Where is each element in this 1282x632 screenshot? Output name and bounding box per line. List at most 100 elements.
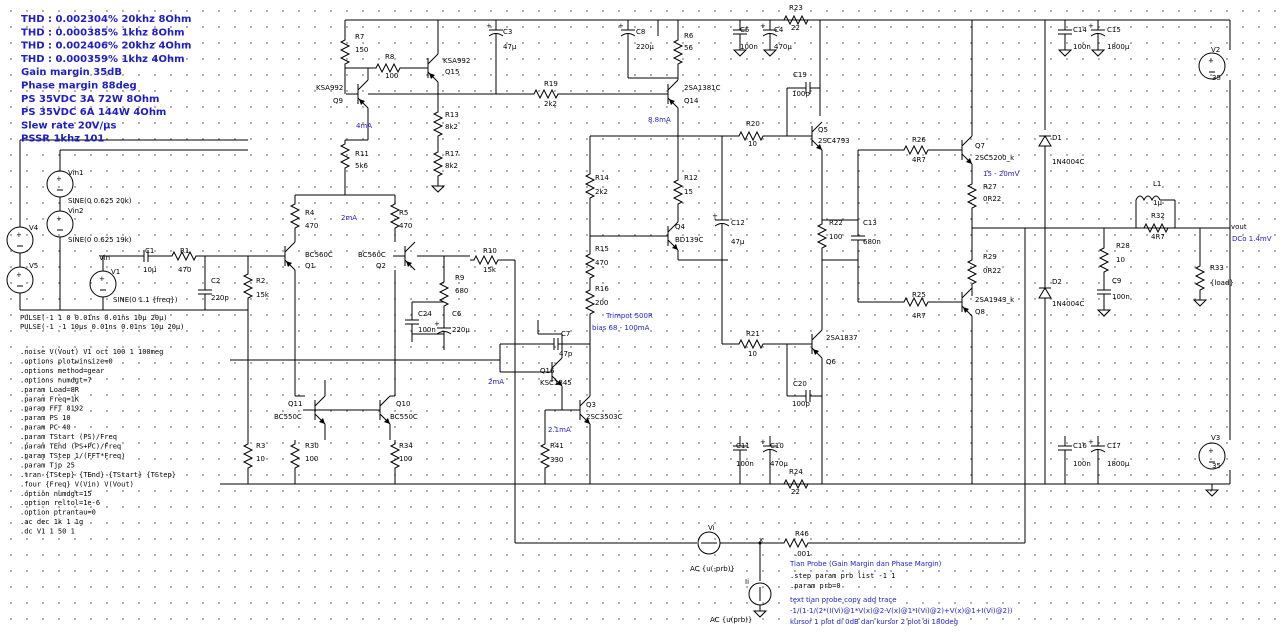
component-label: C16 (1073, 442, 1087, 450)
component-label: 10µ (143, 266, 157, 274)
component-label: R32 (1151, 212, 1165, 220)
spice-directive: .dc V1 1 50 1 (20, 528, 75, 536)
component-label: R14 (595, 174, 609, 182)
component-label: V3 (1211, 434, 1220, 442)
component-label: Q2 (376, 262, 386, 270)
component-label: 47µ (731, 238, 745, 246)
component-label: R7 (355, 33, 364, 41)
component-label: AC {u(-prb)} (690, 565, 735, 573)
component-label: C8 (636, 28, 645, 36)
component-label: 0R22 (983, 195, 1001, 203)
component-label: C24 (418, 310, 432, 318)
component-label: 220p (211, 294, 229, 302)
spec-line: Slew rate 20V/µs (21, 120, 117, 131)
component-label: 330 (550, 456, 563, 464)
component-label: 470 (178, 266, 191, 274)
component-label: KSA992 (316, 84, 343, 92)
component-label: .001 (795, 550, 811, 558)
component-label: C11 (736, 442, 750, 450)
component-label: V5 (29, 262, 38, 270)
spice-directive: .param Load=8R (20, 386, 80, 394)
component-label: KSA992 (443, 57, 470, 65)
component-label: 35 (1212, 74, 1221, 82)
component-label: BD139C (675, 236, 704, 244)
spice-directive: .param Tjp 25 (20, 461, 75, 469)
spec-line: PS 35VDC 6A 144W 4Ohm (21, 107, 166, 118)
component-label: x (759, 536, 763, 544)
component-label: 150 (355, 46, 368, 54)
component-label: 22 (791, 488, 800, 496)
component-label: 470µ (774, 43, 792, 51)
component-label: 10 (748, 140, 757, 148)
component-label: Q10 (396, 400, 410, 408)
spice-directive: .option ptrantau=0 (20, 509, 96, 517)
component-label: 100 (385, 72, 398, 80)
spec-line: Phase margin 88deg (21, 81, 137, 92)
spice-directive: .noise V(Vout) V1 oct 100 1 100meg (20, 348, 163, 356)
component-label: C20 (793, 380, 807, 388)
component-label: 15 (684, 188, 693, 196)
component-label: R26 (912, 136, 926, 144)
component-label: C5 (740, 26, 749, 34)
component-label: Q15 (445, 68, 459, 76)
component-label: DCo 1.4mV (1232, 235, 1272, 243)
component-label: V4 (29, 224, 39, 232)
component-label: 470 (595, 259, 608, 267)
component-label: Q9 (333, 97, 343, 105)
component-label: Q14 (684, 97, 699, 105)
component-label: SINE(0 0.625 20k) (68, 197, 132, 205)
component-label: 35 (1212, 462, 1221, 470)
component-label: R22 (829, 219, 843, 227)
component-label: C4 (774, 26, 784, 34)
component-label: 15 - 20mV (983, 170, 1020, 178)
component-label: 5k6 (355, 162, 369, 170)
component-label: C12 (731, 219, 745, 227)
component-label: R12 (684, 174, 698, 182)
component-label: 56 (684, 44, 693, 52)
component-label: vout (1231, 223, 1247, 231)
component-label: Q7 (975, 142, 985, 150)
spice-directive: .four {Freq} V(Vin) V(Vout) (20, 480, 134, 488)
component-label: 8k2 (445, 123, 458, 131)
component-label: Q3 (586, 401, 596, 409)
pulse-source-text: PULSE(-1 -1 10µs 0.01ns 0.01ns 10µ 20µ) (20, 323, 184, 331)
component-label: R1 (180, 247, 189, 255)
component-label: V2 (1211, 46, 1220, 54)
component-label: 100 (399, 455, 412, 463)
component-label: 470µ (770, 460, 788, 468)
component-label: 470 (305, 222, 318, 230)
component-label: KSC1845 (540, 379, 572, 387)
component-label: Trimpot 500R (605, 312, 653, 320)
component-label: BC560C (358, 251, 386, 259)
component-label: 2k2 (544, 100, 557, 108)
component-label: 47µ (503, 43, 517, 51)
component-label: 10 (1116, 256, 1125, 264)
component-label: 4R7 (1151, 233, 1165, 241)
component-label: R21 (746, 330, 760, 338)
component-label: R29 (983, 253, 997, 261)
component-label: Q8 (975, 308, 985, 316)
component-label: 2mA (341, 214, 357, 222)
component-label: 200 (595, 299, 608, 307)
spice-directive: .ac dec 1k 1 1g (20, 518, 83, 526)
component-label: C3 (503, 28, 512, 36)
component-label: 4mA (356, 122, 372, 130)
component-label: 4R7 (912, 156, 926, 164)
component-label: BC550C (390, 413, 418, 421)
spice-directive: .param TEnd (PS+PC)/Freq (20, 443, 121, 451)
component-label: Q4 (675, 223, 686, 231)
component-label: R28 (1116, 242, 1130, 250)
spice-directive: .param Freq=1K (20, 395, 80, 403)
component-label: R2 (256, 277, 265, 285)
pulse-source-text: PULSE(-1 1 0 0.01ns 0.01ns 10µ 20µ) (20, 314, 168, 322)
component-label: 4R7 (912, 312, 926, 320)
component-label: 100n (1112, 293, 1130, 301)
component-label: 2mA (488, 378, 504, 386)
component-label: BC560C (305, 251, 333, 259)
component-label: R17 (445, 150, 459, 158)
probe-param-directive: .param prb=0 (790, 582, 841, 590)
probe-title: Tian Probe (Gain Margin dan Phase Margin… (789, 560, 942, 568)
component-label: 1N4004C (1052, 158, 1085, 166)
component-label: 100p (792, 400, 810, 408)
